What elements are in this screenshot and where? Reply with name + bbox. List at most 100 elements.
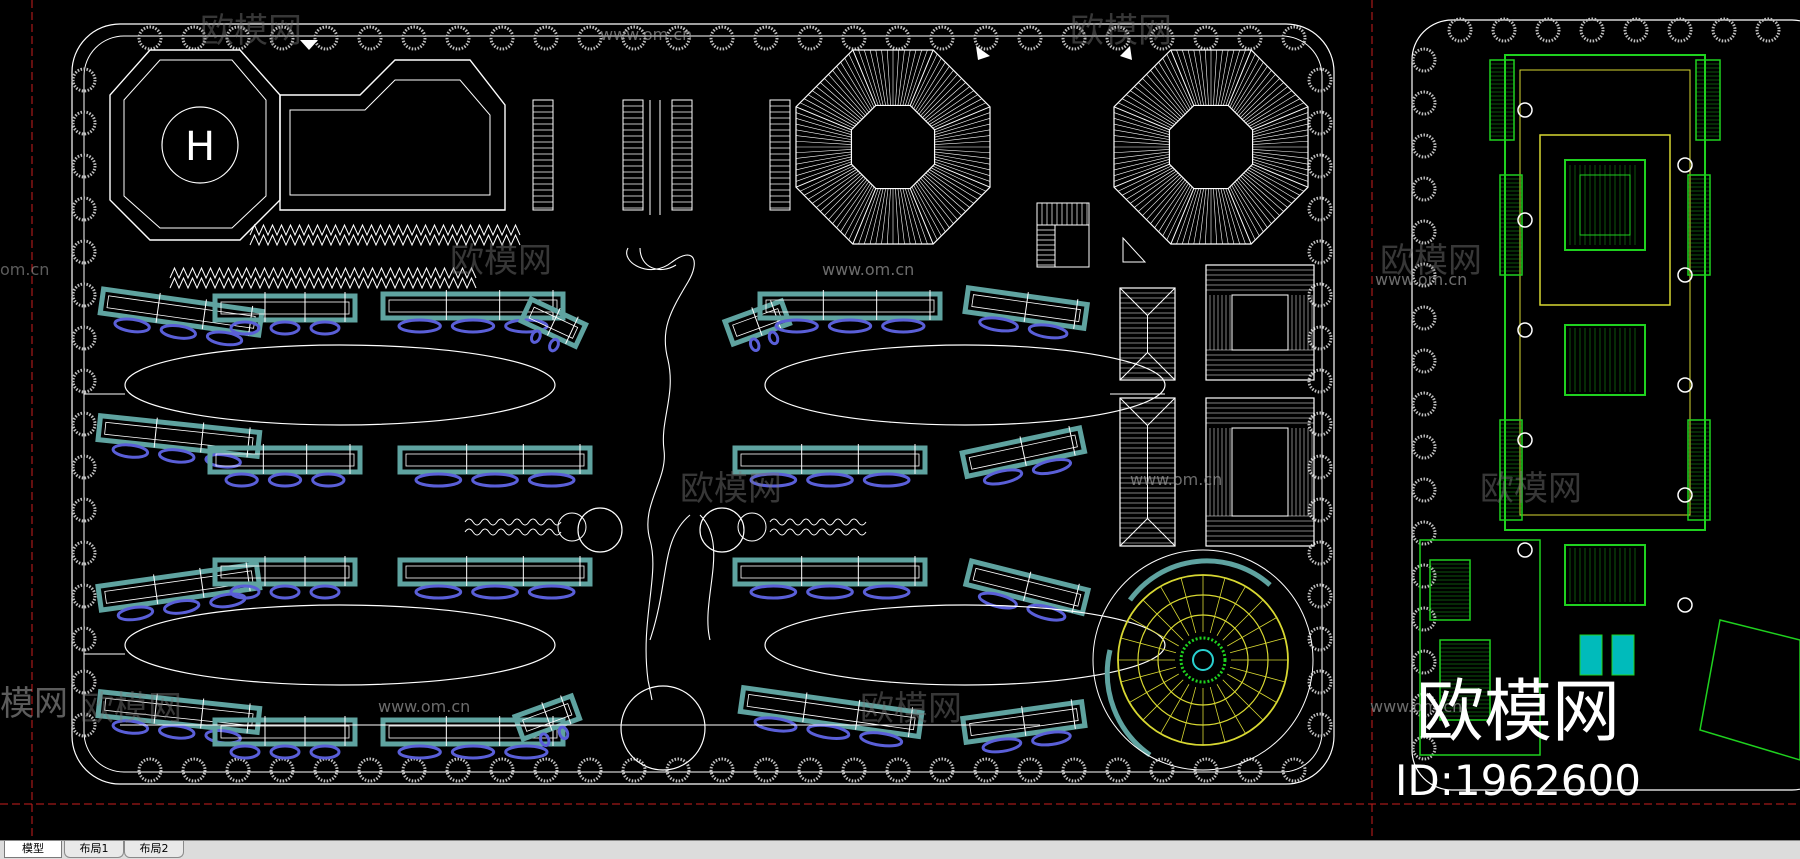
balcony-blue [113,317,151,334]
building-wall [732,445,928,475]
roof-hatch [1234,66,1268,113]
roof-hatch [1233,62,1264,111]
site-boundary-outer [71,23,1335,785]
roof-hatch [927,170,974,204]
temple-tree [1517,212,1533,228]
unit-divider [153,693,158,724]
tree-symbol [709,757,735,783]
tree-symbol [1149,757,1175,783]
tree-symbol [577,25,603,51]
building-wall [95,561,263,613]
plaza-spoke [1129,673,1179,703]
plaza-circle-left-small [557,512,587,542]
plaza-ring [1092,549,1314,771]
roof-hatch [1223,49,1240,106]
bldg-tl-4 [517,295,589,353]
tab-model[interactable]: 模型 [4,841,62,858]
bldg-r3r-1 [732,556,928,600]
tree-symbol [841,25,867,51]
balcony-blue [414,472,463,488]
roof-hatch [881,49,889,106]
side-hall-left-1 [1499,174,1523,276]
roof-ridge [1113,163,1170,188]
unit-divider [560,695,572,724]
plaza-spoke [1216,684,1246,734]
tree-symbol [71,196,97,222]
building-core [220,725,350,739]
tab-layout-2[interactable]: 布局2 [124,841,184,858]
road-ellipse-tr [764,344,1166,426]
roof-inner [850,104,936,190]
octagonal-roof-2 [1113,49,1309,245]
tree-symbol [1061,25,1087,51]
court-inner [1231,294,1289,351]
roof-hatch [1113,118,1170,135]
bldg-r3-1 [95,561,263,622]
roof-ridge [934,163,991,188]
tree-symbol [225,25,251,51]
tree-symbol [1411,90,1437,116]
plaza-spoke [1142,679,1184,721]
roof-hatch [1220,49,1235,106]
balcony-blue [538,732,551,747]
unit-divider [200,422,205,453]
building-wall [212,717,358,747]
tree-symbol [181,25,207,51]
roof-hatch [795,118,852,135]
side-hall-left-2 [1499,419,1523,521]
building-wall [757,291,943,321]
roof-hatch [1252,154,1309,165]
side-hall-right-1 [1687,174,1711,276]
tree-symbol [665,25,691,51]
helipad-outer [109,49,281,241]
side-hall-right-2 [1687,419,1711,521]
tree-symbol [1623,17,1649,43]
roof-hatch [1248,98,1301,127]
tree-symbol [797,757,823,783]
unit-divider [200,698,205,729]
roof-ridge [1170,188,1195,245]
roof-hatch [1236,179,1272,224]
unit-divider [155,292,161,323]
plaza-spoke [1160,684,1190,734]
tree-symbol [401,757,427,783]
court-outline [1205,397,1315,547]
red-guide-lines [0,0,1800,840]
hip-ridge [1119,287,1148,316]
tree-symbol [1307,153,1333,179]
roof-ridge [852,49,877,106]
roof-hatch [799,102,854,129]
roof-hatch [907,188,928,245]
wave-path-left [464,518,562,526]
roof-hatch [922,78,962,118]
temple-inner-wall [1519,69,1691,516]
plaza-green-center [1179,636,1227,684]
court-roof-2 [1205,397,1315,547]
tree-symbol [71,497,97,523]
watermark-id-label: ID:1962600 [1395,756,1641,805]
roof-hatch [1130,170,1177,204]
wave-path-right-2 [769,528,867,536]
unit-divider [1021,706,1027,737]
road-ellipse-bl [124,604,556,686]
building-wall [97,286,265,338]
tree-symbol [1411,520,1437,546]
building-core [405,565,585,579]
stair-strip-3 [671,99,693,211]
small-pavilion-top [1036,202,1090,226]
roof-hatch [1236,70,1272,115]
roof-hatch [930,98,983,127]
tree-symbol [621,25,647,51]
bldg-r3-3 [397,556,593,600]
roof-hatch [918,179,954,224]
cad-drawing[interactable]: H 欧模网欧模网欧模网欧模网欧模网欧模网欧模网欧模网www.om.cnwww.o… [0,0,1800,840]
roof-hatch [795,161,852,182]
court-roof-1 [1205,264,1315,381]
roof-hatch [913,184,942,237]
roof-hatch [934,159,991,176]
roof-hatch [934,112,991,133]
tab-layout-1[interactable]: 布局1 [64,841,124,858]
bldg-r4-3 [380,716,566,760]
helipad-inner [123,59,267,229]
